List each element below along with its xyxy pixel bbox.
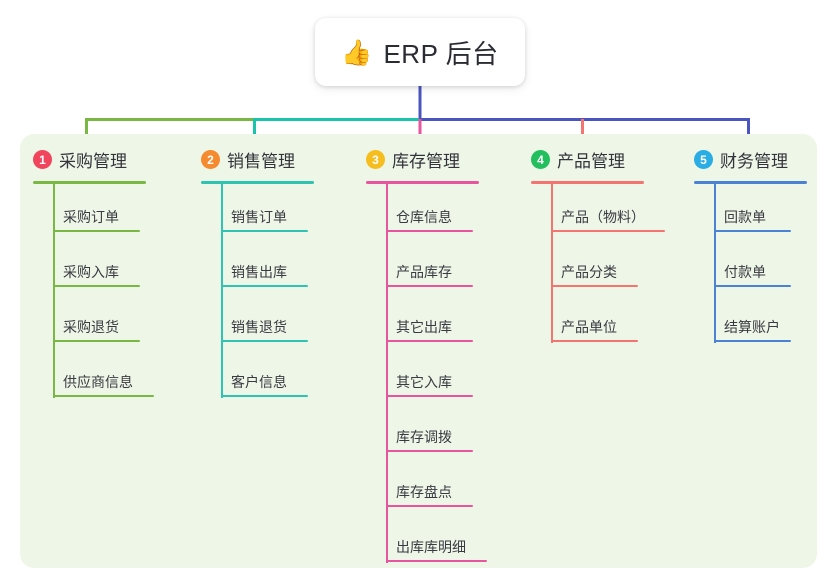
root-node-title: ERP 后台	[383, 38, 499, 69]
branch-title-3: 库存管理	[392, 152, 460, 171]
branch-header-rule-1	[33, 181, 146, 184]
branch-column-1: 1 采购管理采购订单采购入库采购退货供应商信息	[33, 0, 203, 434]
branch-item-label: 产品（物料）	[561, 209, 645, 225]
branch-item[interactable]: 其它出库	[387, 316, 473, 342]
branch-item-rule	[715, 340, 791, 342]
branch-header-5[interactable]: 5 财务管理	[694, 147, 788, 172]
branch-item[interactable]: 采购入库	[54, 261, 140, 287]
branch-column-4: 4 产品管理产品（物料） 产品分类产品单位	[531, 0, 701, 434]
branch-spine-3	[386, 183, 388, 563]
branch-item-rule	[715, 230, 791, 232]
branch-item-label: 出库库明细	[396, 539, 466, 555]
branch-item-label: 库存盘点	[396, 484, 452, 500]
branch-item[interactable]: 销售出库	[222, 261, 308, 287]
branch-item-label: 销售订单	[231, 209, 287, 225]
branch-header-1[interactable]: 1 采购管理	[33, 147, 127, 172]
branch-item-rule	[387, 395, 473, 397]
branch-panel	[20, 134, 817, 568]
branch-item[interactable]: 产品（物料）	[552, 206, 665, 232]
branch-header-rule-3	[366, 181, 479, 184]
branch-badge-5: 5	[694, 150, 713, 169]
branch-item-rule	[222, 395, 308, 397]
branch-item-label: 付款单	[724, 264, 766, 280]
branch-title-1: 采购管理	[59, 152, 127, 171]
branch-item-rule	[387, 450, 473, 452]
branch-item[interactable]: 销售退货	[222, 316, 308, 342]
branch-item-label: 采购订单	[63, 209, 119, 225]
branch-item-label: 客户信息	[231, 374, 287, 390]
branch-title-5: 财务管理	[720, 152, 788, 171]
branch-badge-4: 4	[531, 150, 550, 169]
branch-header-2[interactable]: 2 销售管理	[201, 147, 295, 172]
branch-item[interactable]: 仓库信息	[387, 206, 473, 232]
branch-item-rule	[387, 505, 473, 507]
branch-column-5: 5 财务管理回款单付款单结算账户	[694, 0, 839, 434]
branch-item[interactable]: 出库库明细	[387, 536, 487, 562]
branch-title-4: 产品管理	[557, 152, 625, 171]
branch-item[interactable]: 销售订单	[222, 206, 308, 232]
branch-item-rule	[715, 285, 791, 287]
branch-item-label: 供应商信息	[63, 374, 133, 390]
branch-item[interactable]: 回款单	[715, 206, 791, 232]
branch-item-rule	[387, 340, 473, 342]
branch-item-rule	[54, 285, 140, 287]
branch-item[interactable]: 客户信息	[222, 371, 308, 397]
branch-item-rule	[387, 285, 473, 287]
root-node-card[interactable]: 👍 ERP 后台	[315, 18, 525, 86]
thumbs-up-icon: 👍	[341, 37, 373, 67]
branch-item-label: 库存调拨	[396, 429, 452, 445]
branch-item-rule	[222, 340, 308, 342]
branch-badge-2: 2	[201, 150, 220, 169]
branch-item-label: 采购入库	[63, 264, 119, 280]
branch-item-label: 结算账户	[724, 319, 780, 335]
branch-item-label: 回款单	[724, 209, 766, 225]
branch-spine-1	[53, 183, 55, 398]
branch-item-label: 销售退货	[231, 319, 287, 335]
branch-item-label: 销售出库	[231, 264, 287, 280]
branch-item-rule	[222, 285, 308, 287]
branch-item-label: 仓库信息	[396, 209, 452, 225]
branch-item[interactable]: 其它入库	[387, 371, 473, 397]
branch-item[interactable]: 产品分类	[552, 261, 638, 287]
branch-item-rule	[387, 560, 487, 562]
branch-item[interactable]: 采购订单	[54, 206, 140, 232]
branch-badge-1: 1	[33, 150, 52, 169]
branch-header-rule-4	[531, 181, 644, 184]
branch-item-rule	[222, 230, 308, 232]
branch-item-rule	[552, 230, 665, 232]
branch-header-rule-5	[694, 181, 807, 184]
branch-item-rule	[54, 395, 154, 397]
branch-column-2: 2 销售管理销售订单销售出库销售退货客户信息	[201, 0, 371, 434]
branch-item-label: 其它入库	[396, 374, 452, 390]
branch-item[interactable]: 结算账户	[715, 316, 791, 342]
branch-spine-5	[714, 183, 716, 343]
branch-badge-3: 3	[366, 150, 385, 169]
branch-item-label: 其它出库	[396, 319, 452, 335]
branch-item[interactable]: 产品单位	[552, 316, 638, 342]
branch-spine-4	[551, 183, 553, 343]
branch-item-rule	[387, 230, 473, 232]
branch-item[interactable]: 库存调拨	[387, 426, 473, 452]
branch-title-2: 销售管理	[227, 152, 295, 171]
branch-item[interactable]: 付款单	[715, 261, 791, 287]
branch-spine-2	[221, 183, 223, 398]
branch-header-rule-2	[201, 181, 314, 184]
branch-header-3[interactable]: 3 库存管理	[366, 147, 460, 172]
branch-item-label: 产品分类	[561, 264, 617, 280]
branch-item[interactable]: 库存盘点	[387, 481, 473, 507]
branch-item-rule	[552, 285, 638, 287]
branch-header-4[interactable]: 4 产品管理	[531, 147, 625, 172]
branch-item-rule	[552, 340, 638, 342]
branch-column-3: 3 库存管理仓库信息产品库存其它出库其它入库库存调拨库存盘点出库库明细	[366, 0, 536, 563]
branch-item[interactable]: 产品库存	[387, 261, 473, 287]
branch-item-rule	[54, 340, 140, 342]
branch-item-label: 产品单位	[561, 319, 617, 335]
branch-item-rule	[54, 230, 140, 232]
branch-item-label: 采购退货	[63, 319, 119, 335]
root-node-content: 👍 ERP 后台	[341, 34, 498, 71]
branch-item-label: 产品库存	[396, 264, 452, 280]
branch-item[interactable]: 采购退货	[54, 316, 140, 342]
branch-item[interactable]: 供应商信息	[54, 371, 154, 397]
